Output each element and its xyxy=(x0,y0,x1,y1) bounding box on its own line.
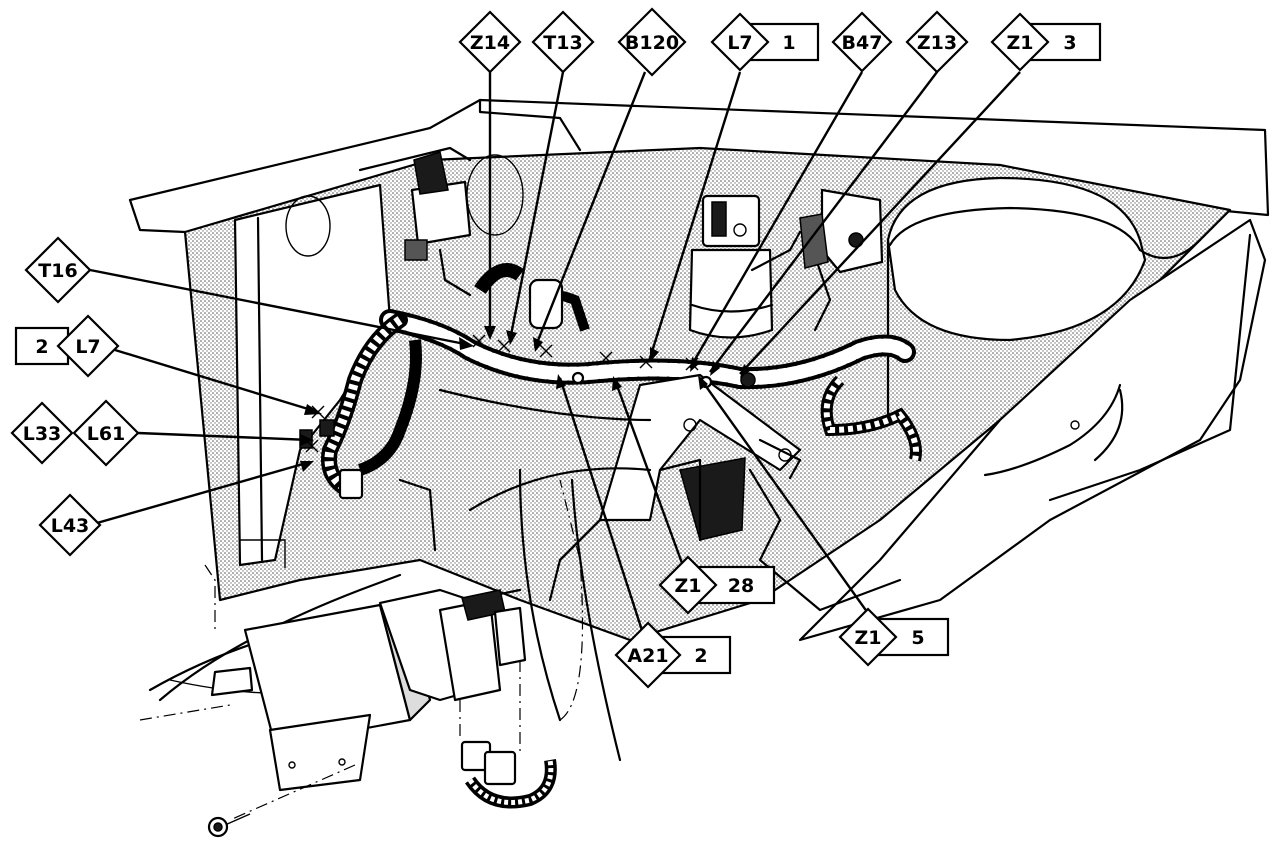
callout-arrowheads xyxy=(300,326,750,472)
callout-number: 28 xyxy=(728,575,754,597)
callout-code: Z1 xyxy=(675,575,702,597)
callout-number: 5 xyxy=(911,627,924,649)
callout-code: Z1 xyxy=(855,627,882,649)
callout-leaders xyxy=(89,71,1021,656)
right-fender xyxy=(798,218,1267,642)
callout-code: Z1 xyxy=(1007,32,1034,54)
callout-diamond xyxy=(614,621,682,689)
callout-z1-top: 3 Z1 xyxy=(990,12,1102,72)
callout-l7-left: 2 L7 xyxy=(14,314,120,378)
callout-diamond xyxy=(831,11,893,73)
assembly-guide-lines xyxy=(139,479,584,821)
callout-l7-top: 1 L7 xyxy=(710,12,820,72)
main-wiring-harness xyxy=(379,263,922,462)
callout-number: 1 xyxy=(782,32,795,54)
callout-z1-5: 5 Z1 xyxy=(838,607,950,667)
callout-b120: B120 xyxy=(617,7,687,77)
callout-diamond xyxy=(458,10,522,74)
callout-a21: 2 A21 xyxy=(614,621,732,689)
callout-t16: T16 xyxy=(24,236,92,304)
proportioning-valve xyxy=(799,188,884,332)
callout-number: 2 xyxy=(694,645,707,667)
callout-diamond xyxy=(531,10,595,74)
callout-diamond xyxy=(72,399,140,467)
callout-code: B47 xyxy=(842,32,883,54)
callout-diamond xyxy=(710,12,770,72)
callout-diamond xyxy=(658,555,718,615)
center-bracket xyxy=(438,373,902,612)
bottom-relays xyxy=(460,740,557,809)
callout-diamond xyxy=(905,10,969,74)
callout-code: L33 xyxy=(23,423,62,445)
callout-t13: T13 xyxy=(531,10,595,74)
callout-diamond xyxy=(24,236,92,304)
callout-code: T16 xyxy=(38,260,77,282)
callout-z1-28: 28 Z1 xyxy=(658,555,776,615)
callout-diamond xyxy=(617,7,687,77)
callout-code: T13 xyxy=(543,32,582,54)
mounting-screw xyxy=(207,813,251,838)
callout-diamond xyxy=(56,314,120,378)
callout-number: 3 xyxy=(1063,32,1076,54)
callout-l61: L61 xyxy=(72,399,140,467)
air-cleaner xyxy=(886,176,1202,422)
callout-diamond xyxy=(990,12,1050,72)
callout-diamond xyxy=(38,493,102,557)
callout-diamond xyxy=(10,401,74,465)
callout-code: L43 xyxy=(51,515,90,537)
callout-l43: L43 xyxy=(38,493,102,557)
callout-code: L61 xyxy=(87,423,126,445)
relay-cluster-left xyxy=(358,146,524,297)
callout-code: A21 xyxy=(627,645,668,667)
callout-b47: B47 xyxy=(831,11,893,73)
callout-number: 2 xyxy=(35,336,48,358)
callout-z14: Z14 xyxy=(458,10,522,74)
callout-code: L7 xyxy=(727,32,752,54)
callout-code: Z13 xyxy=(917,32,957,54)
callout-z13: Z13 xyxy=(905,10,969,74)
module-connector xyxy=(378,588,527,702)
callout-code: L7 xyxy=(75,336,100,358)
callout-l33: L33 xyxy=(10,401,74,465)
callout-code: B120 xyxy=(625,32,679,54)
callout-diamond xyxy=(838,607,898,667)
callout-code: Z14 xyxy=(470,32,510,54)
